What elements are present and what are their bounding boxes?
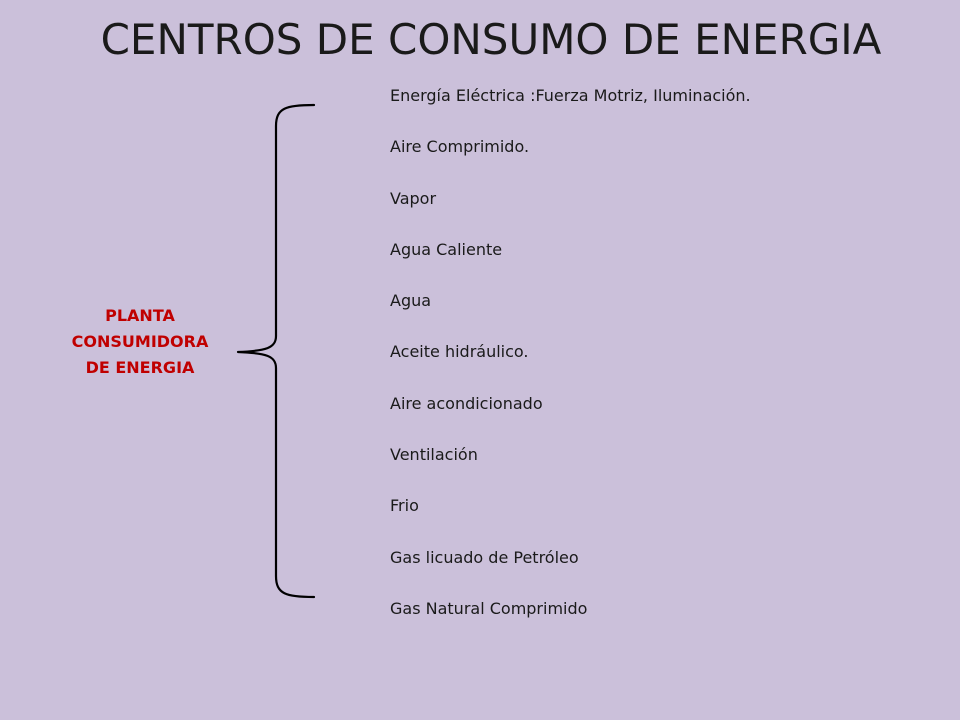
list-item: Agua xyxy=(390,291,432,311)
plant-label-line-3: DE ENERGIA xyxy=(85,358,195,377)
list-item: Gas Natural Comprimido xyxy=(390,598,588,618)
plant-label-line-1: PLANTA xyxy=(105,306,175,325)
list-item: Aire Comprimido. xyxy=(390,137,530,157)
list-item: Frio xyxy=(390,496,419,516)
list-item: Energía Eléctrica :Fuerza Motriz, Ilumin… xyxy=(390,86,751,105)
consumption-list: Energía Eléctrica :Fuerza Motriz, Ilumin… xyxy=(390,84,751,648)
curly-brace-icon xyxy=(236,103,316,599)
list-item: Agua Caliente xyxy=(390,239,503,259)
page-title: CENTROS DE CONSUMO DE ENERGIA xyxy=(100,15,882,64)
list-item: Aire acondicionado xyxy=(390,393,543,413)
plant-label: PLANTA CONSUMIDORA DE ENERGIA xyxy=(40,303,240,381)
list-item: Ventilación xyxy=(390,445,478,465)
list-item: Gas licuado de Petróleo xyxy=(390,547,579,567)
list-item: Vapor xyxy=(390,188,437,208)
list-item: Aceite hidráulico. xyxy=(390,342,529,362)
plant-label-line-2: CONSUMIDORA xyxy=(71,332,209,351)
